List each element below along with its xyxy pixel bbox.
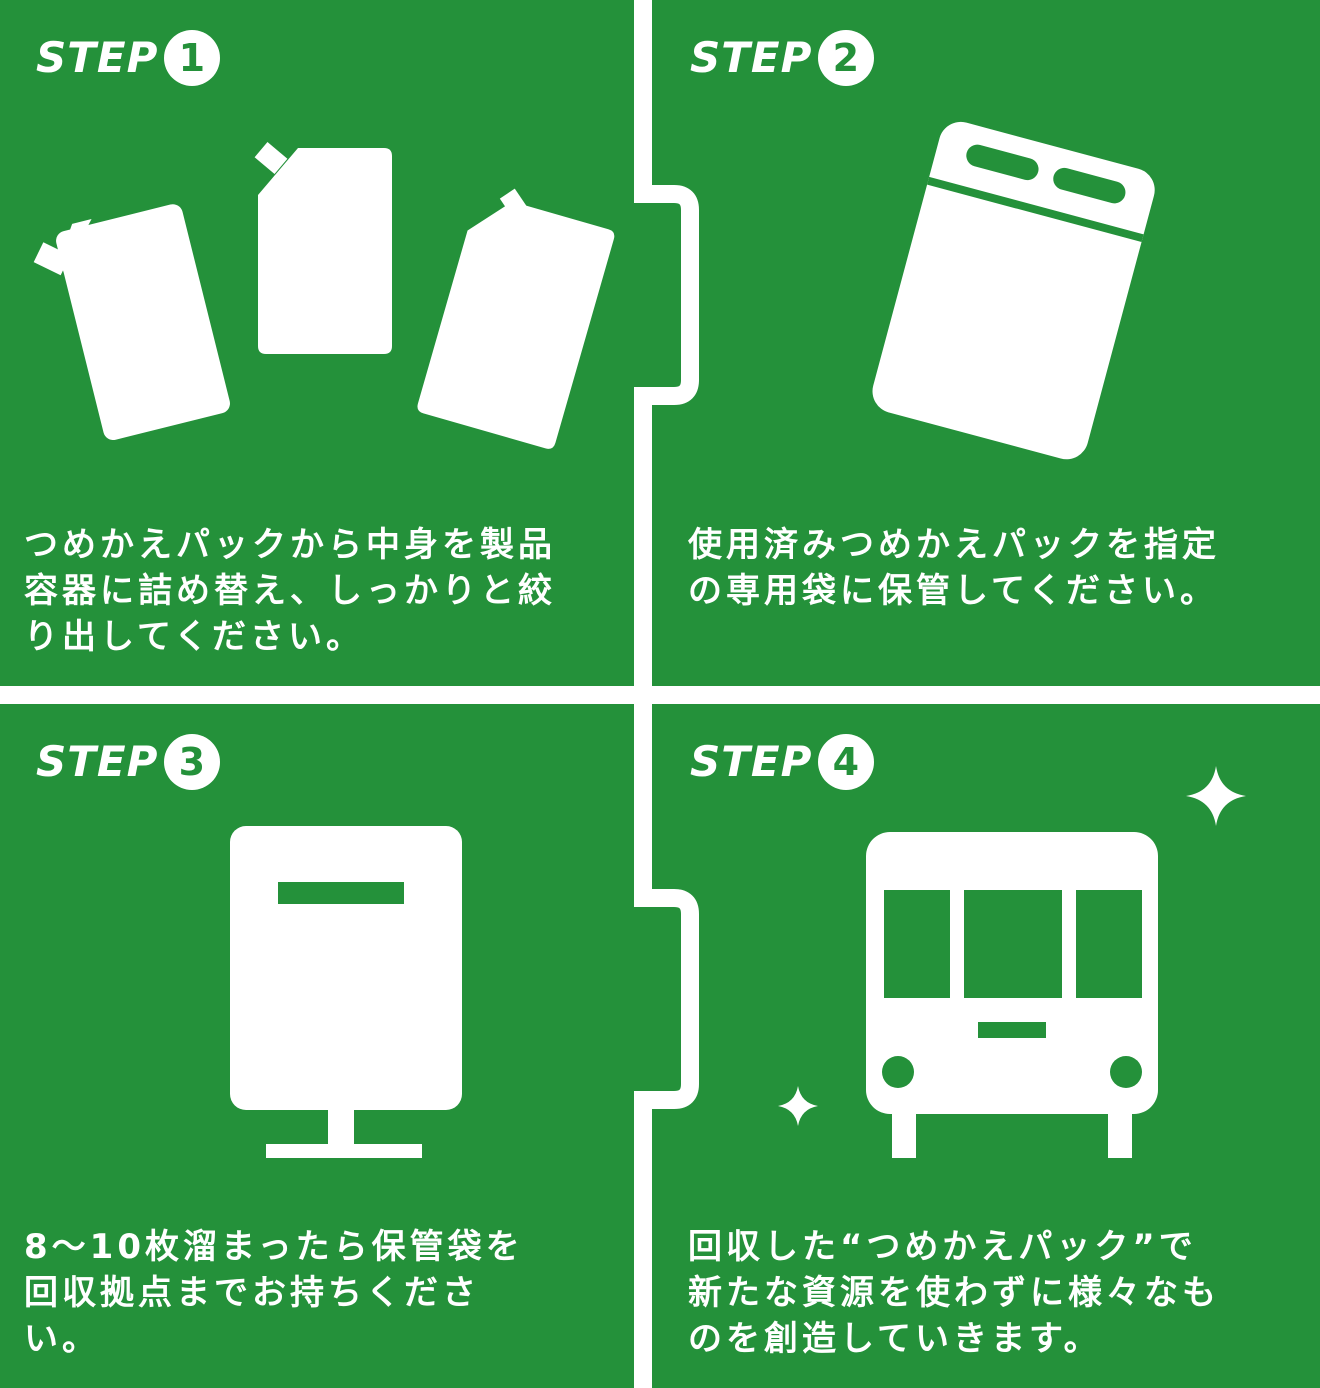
step-2-heading: STEP 2 xyxy=(690,30,875,86)
step-3-panel: STEP 3 8～10枚溜まったら保管袋を 回収拠点までお持ちくださ い。 xyxy=(0,704,634,1388)
step-2-number: 2 xyxy=(818,30,875,86)
step-4-description: 回収した“つめかえパック”で 新たな資源を使わずに様々なも のを創造していきます… xyxy=(688,1227,1220,1359)
sparkle-icon xyxy=(1186,766,1246,826)
step-4-panel: STEP 4 回収した“つめかえパック”で 新たな資源を使わずに様々なも のを創… xyxy=(652,704,1320,1388)
step-3-label: STEP xyxy=(36,737,159,786)
step-1-heading: STEP 1 xyxy=(36,30,221,86)
connector-top xyxy=(634,185,699,405)
step-1-description: つめかえパックから中身を製品 容器に詰め替え、しっかりと絞 り出してください。 xyxy=(24,525,556,657)
collection-box-icon xyxy=(230,826,462,1158)
step-3-heading: STEP 3 xyxy=(36,734,221,790)
step-4-label: STEP xyxy=(690,737,813,786)
step-3-number: 3 xyxy=(164,734,221,790)
step-2-panel: STEP 2 使用済みつめかえパックを指定 の専用袋に保管してください。 xyxy=(652,0,1320,686)
connector-bottom xyxy=(634,889,699,1109)
bus-icon xyxy=(778,766,1246,1158)
step-1-label: STEP xyxy=(36,33,159,82)
step-3-description: 8～10枚溜まったら保管袋を 回収拠点までお持ちくださ い。 xyxy=(24,1227,524,1359)
step-1-number: 1 xyxy=(164,30,221,86)
step-2-label: STEP xyxy=(690,33,813,82)
storage-bag-icon xyxy=(872,121,1155,460)
refill-pouches-icon xyxy=(33,141,615,449)
step-1-panel: STEP 1 つめかえパックから中身を製品 容器に詰め替え、しっかりと絞 り出し… xyxy=(0,0,634,686)
sparkle-icon xyxy=(778,1086,818,1126)
step-4-heading: STEP 4 xyxy=(690,734,875,790)
step-2-description: 使用済みつめかえパックを指定 の専用袋に保管してください。 xyxy=(688,525,1220,611)
step-4-number: 4 xyxy=(818,734,875,790)
